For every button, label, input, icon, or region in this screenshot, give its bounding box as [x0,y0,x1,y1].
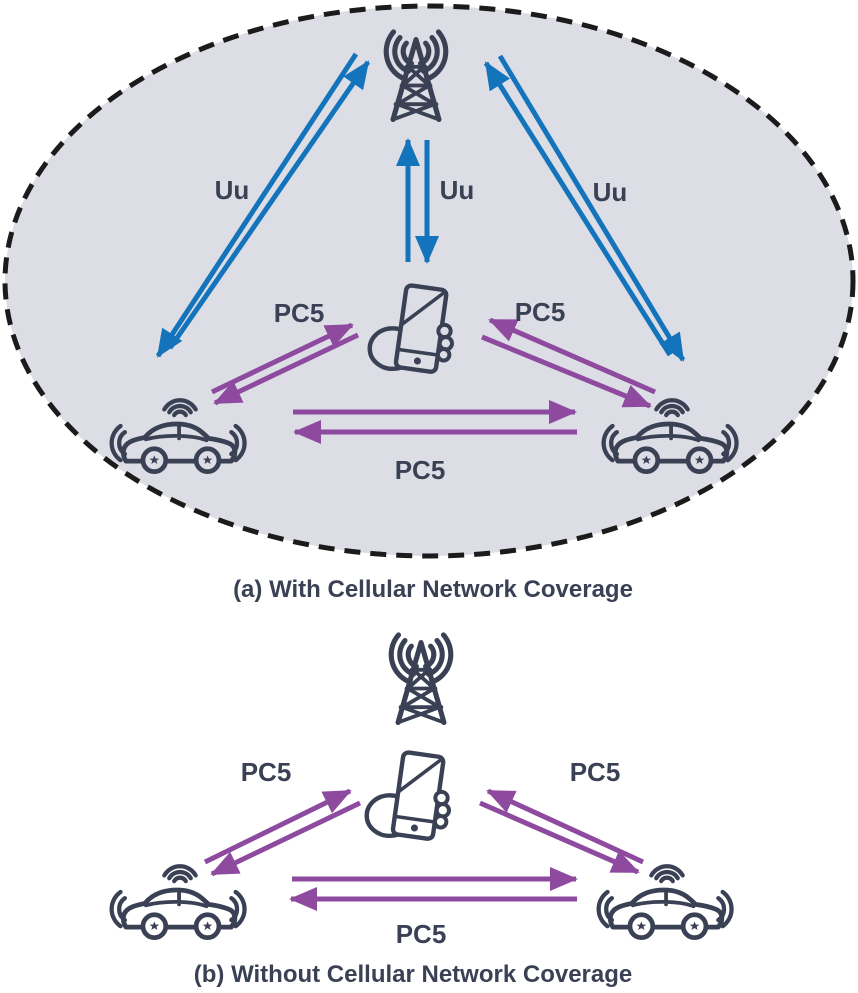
caption-a: (a) With Cellular Network Coverage [233,576,633,603]
pc5-phone-to-car-right-arrow [478,800,640,875]
diagram-with-coverage: Uu Uu Uu PC5 PC5 PC5 (a) With Cellular N… [2,3,856,603]
uu-downlink-right-arrow [497,54,686,362]
uu-label-right: Uu [593,177,628,207]
uu-downlink-left-arrow [155,52,359,358]
cellular-coverage-ellipse [2,3,856,559]
uu-label-center: Uu [440,175,475,205]
pc5-phone-to-car-right-arrow [481,334,652,409]
pc5-label-bottom: PC5 [396,919,447,949]
base-station-icon [386,633,456,723]
pc5-car-left-to-phone-arrow [203,788,352,865]
caption-b: (b) Without Cellular Network Coverage [194,961,633,988]
pc5-label-bottom: PC5 [395,455,446,485]
pc5-car-left-to-phone-arrow [210,322,354,395]
pc5-car-right-to-phone-arrow [486,788,645,865]
pc5-label-right: PC5 [570,757,621,787]
connected-car-icon [599,866,732,937]
pc5-phone-to-car-left-arrow [210,800,362,877]
diagram-without-coverage: PC5 PC5 PC5 (b) Without Cellular Network… [112,633,732,988]
pc5-car-right-to-phone-arrow [488,317,656,395]
pc5-label-left: PC5 [241,757,292,787]
smartphone-in-hand-icon [367,752,449,840]
pc5-label-right: PC5 [515,297,566,327]
connected-car-icon [112,866,245,937]
pc5-phone-to-car-left-arrow [213,332,360,406]
uu-uplink-right-arrow [483,61,673,357]
pc5-label-left: PC5 [274,298,325,328]
uu-uplink-left-arrow [167,60,371,350]
uu-label-left: Uu [215,175,250,205]
